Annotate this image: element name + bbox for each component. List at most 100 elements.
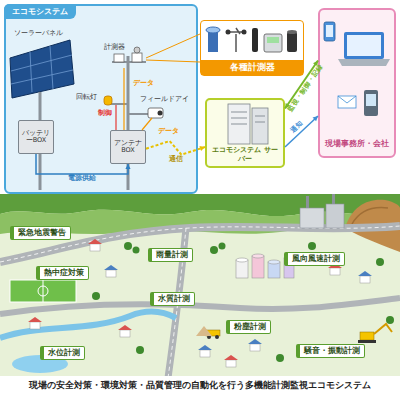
pole <box>40 56 128 190</box>
trees <box>219 243 226 250</box>
measure-tag: 雨量計測 <box>148 248 193 262</box>
trees <box>308 242 316 250</box>
tanks <box>252 256 264 278</box>
tag-text: 騒音・振動計測 <box>304 346 360 356</box>
smartphone <box>324 22 335 41</box>
solar-panel <box>10 40 74 98</box>
connector <box>146 141 205 155</box>
houses <box>330 268 340 275</box>
trees <box>376 258 384 266</box>
instrument-icons <box>242 30 247 35</box>
measure-tag: 水位計測 <box>40 346 85 360</box>
node-title: アンテナBOX <box>112 140 144 155</box>
road <box>0 226 400 378</box>
system-panel: エコモシステムバッテリーBOXアンテナBOX <box>4 4 198 194</box>
hills <box>352 208 388 224</box>
road <box>0 298 400 314</box>
sensor-head <box>112 47 146 62</box>
factory <box>306 196 309 208</box>
factory <box>300 194 344 228</box>
connector <box>36 154 131 174</box>
tag-text: 粉塵計測 <box>234 322 266 332</box>
trees <box>133 247 140 254</box>
field <box>38 286 48 296</box>
construction-machines <box>374 324 392 334</box>
houses <box>120 330 130 337</box>
rotating-lamp <box>110 103 128 105</box>
houses <box>200 350 210 357</box>
trees <box>210 246 218 254</box>
instrument-icons <box>264 34 282 52</box>
connector-line <box>36 154 128 174</box>
signal-wire <box>123 68 124 130</box>
houses <box>28 317 42 322</box>
arrow-head <box>125 164 130 169</box>
signal-wire <box>142 118 152 130</box>
smartphone <box>324 22 335 41</box>
equipment-box: アンテナBOX <box>110 130 146 164</box>
houses <box>88 239 102 244</box>
rotating-lamp <box>104 96 128 105</box>
trees <box>136 346 144 354</box>
houses <box>198 345 212 350</box>
instrument-icons <box>228 28 244 52</box>
instrument-box: 各種計測器 <box>200 20 304 76</box>
river <box>0 312 176 338</box>
factory <box>332 194 335 204</box>
server-rack <box>252 108 268 144</box>
tag-text: 雨量計測 <box>156 250 188 260</box>
tag-text: 緊急地震警告 <box>18 228 66 238</box>
field-eye-camera <box>128 113 150 115</box>
node-title: バッテリーBOX <box>20 130 52 145</box>
arrow-head <box>199 146 205 151</box>
ground <box>0 194 400 378</box>
trees <box>92 242 394 362</box>
trees <box>92 292 100 300</box>
instrument-icons <box>287 32 297 52</box>
houses <box>226 360 236 367</box>
trees <box>124 242 132 250</box>
factory <box>300 208 324 228</box>
instrument-icons <box>208 30 218 52</box>
mobile-mail <box>338 96 356 108</box>
solar-panel <box>10 40 74 98</box>
connector-line <box>285 61 318 109</box>
server-rack <box>228 104 250 144</box>
rotating-lamp <box>104 96 112 105</box>
server-rack <box>228 104 268 144</box>
laptop <box>338 32 390 66</box>
instrument-icons <box>267 37 279 43</box>
mobile-mail <box>338 96 356 103</box>
sensor-head <box>112 61 146 63</box>
tanks <box>236 258 248 262</box>
field-eye-camera <box>158 111 163 116</box>
instrument-icons <box>287 30 297 34</box>
houses <box>30 322 40 329</box>
laptop <box>347 35 381 56</box>
measure-tag: 粉塵計測 <box>226 320 271 334</box>
houses <box>104 265 118 270</box>
arrow-head <box>285 103 290 109</box>
smartphone <box>326 25 333 37</box>
trees <box>276 354 284 362</box>
solar-panel <box>11 46 73 92</box>
measure-tag: 風向風速計測 <box>284 252 345 266</box>
connector-line <box>285 116 318 147</box>
houses <box>248 339 262 344</box>
mobile-mail <box>338 90 378 116</box>
houses <box>106 270 116 277</box>
field-eye-camera <box>148 108 163 118</box>
houses <box>28 239 372 367</box>
houses <box>358 271 372 276</box>
laptop <box>338 59 390 66</box>
construction-machines <box>215 335 219 339</box>
signal-wire <box>146 34 200 62</box>
edge-label: 通知 <box>290 120 305 135</box>
sensor-head <box>114 54 124 62</box>
measure-tag: 騒音・振動計測 <box>296 344 365 358</box>
factory <box>326 204 344 228</box>
tag-text: 水質計測 <box>158 294 190 304</box>
hills <box>0 194 400 216</box>
sensor-head <box>134 47 140 53</box>
